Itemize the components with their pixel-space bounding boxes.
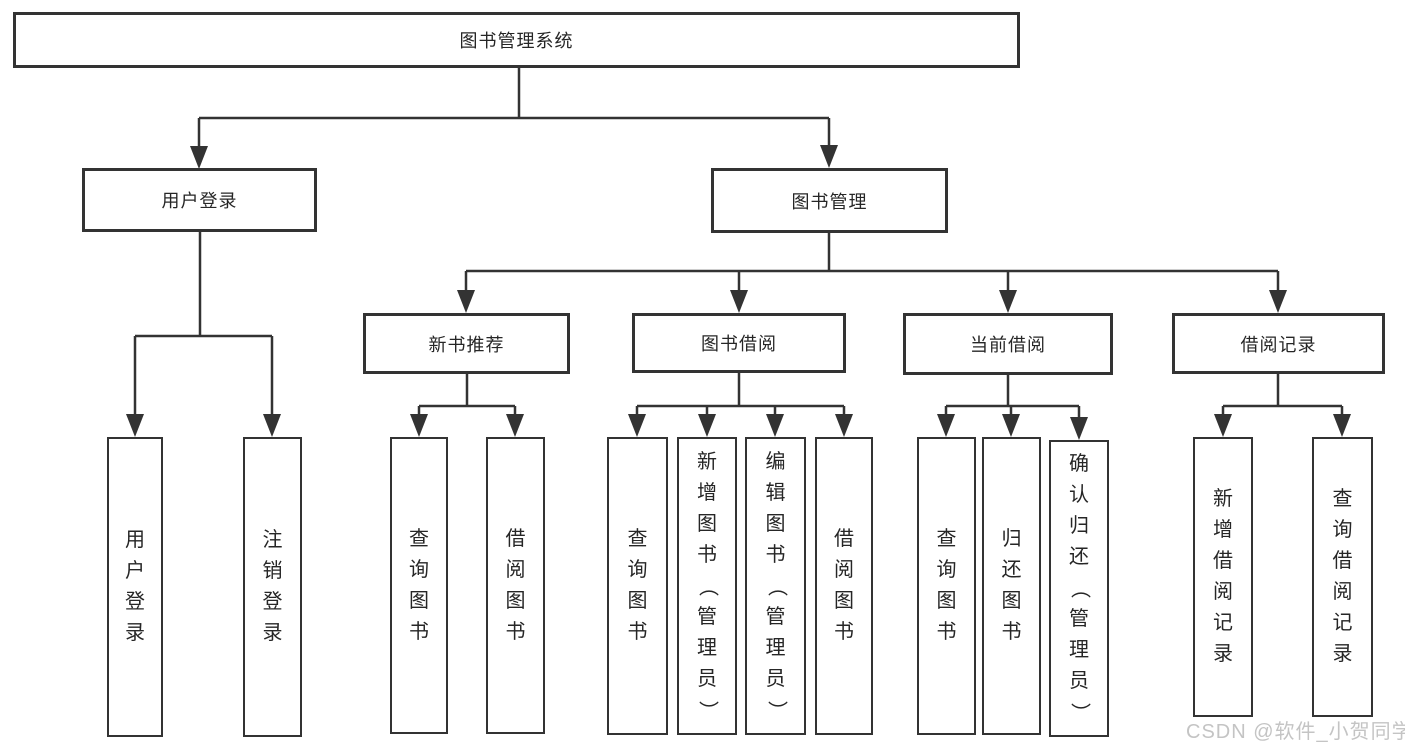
leaf-add-book-admin: 新增图书（管理员） [677, 437, 737, 735]
leaf-user-login: 用户登录 [107, 437, 163, 737]
leaf-query-borrow-record: 查询借阅记录 [1312, 437, 1373, 717]
node-borrowing-records: 借阅记录 [1172, 313, 1385, 374]
leaf-return-book: 归还图书 [982, 437, 1041, 735]
node-book-borrowing: 图书借阅 [632, 313, 846, 373]
node-user-login: 用户登录 [82, 168, 317, 232]
leaf-add-borrow-record: 新增借阅记录 [1193, 437, 1253, 717]
node-new-book-recommend: 新书推荐 [363, 313, 570, 374]
leaf-borrow-books-recommend: 借阅图书 [486, 437, 545, 734]
csdn-watermark: CSDN @软件_小贺同学 [1186, 721, 1405, 743]
node-root: 图书管理系统 [13, 12, 1020, 68]
arrowheads [126, 145, 1351, 440]
leaf-query-books-borrowing: 查询图书 [607, 437, 668, 735]
node-current-borrowing: 当前借阅 [903, 313, 1113, 375]
leaf-confirm-return-admin: 确认归还（管理员） [1049, 440, 1109, 737]
node-book-management: 图书管理 [711, 168, 948, 233]
leaf-query-books-current: 查询图书 [917, 437, 976, 735]
leaf-borrow-books-borrowing: 借阅图书 [815, 437, 873, 735]
leaf-logout: 注销登录 [243, 437, 302, 737]
leaf-query-books-recommend: 查询图书 [390, 437, 448, 734]
leaf-edit-book-admin: 编辑图书（管理员） [745, 437, 806, 735]
